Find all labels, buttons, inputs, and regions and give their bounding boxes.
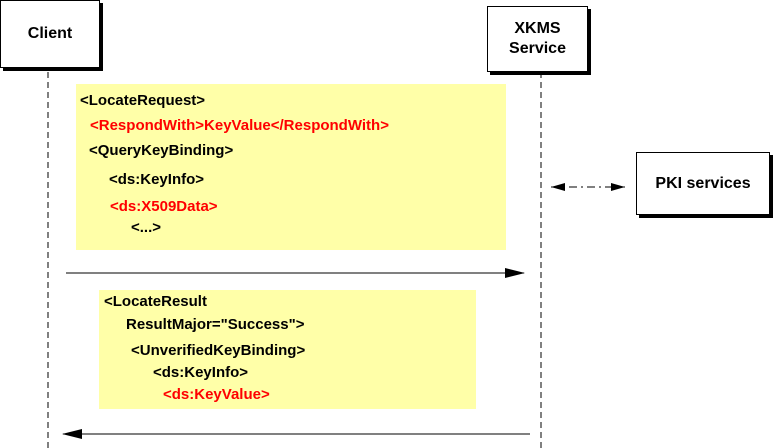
result-line-resultmajor: ResultMajor="Success"> <box>126 316 305 333</box>
request-line-ellipsis: <...> <box>131 219 162 236</box>
request-line-x509data: <ds:X509Data> <box>110 198 218 215</box>
result-line-locateresult: <LocateResult <box>104 293 207 310</box>
client-label: Client <box>27 25 73 42</box>
xkms-label-line2: Service <box>509 40 566 57</box>
result-line-unverifiedkeybinding: <UnverifiedKeyBinding> <box>131 342 306 359</box>
xkms-label-line1: XKMS <box>514 20 561 37</box>
result-line-keyvalue: <ds:KeyValue> <box>163 386 270 403</box>
request-line-keyinfo: <ds:KeyInfo> <box>109 171 205 188</box>
xkms-service-box: XKMS Service <box>487 6 588 72</box>
locate-result-note: <LocateResult ResultMajor="Success"> <Un… <box>99 290 476 409</box>
request-line-locaterequest: <LocateRequest> <box>80 92 206 109</box>
result-line-keyinfo: <ds:KeyInfo> <box>153 364 249 381</box>
request-line-querykeybinding: <QueryKeyBinding> <box>89 142 234 159</box>
locate-request-note: <LocateRequest> <RespondWith>KeyValue</R… <box>76 84 506 250</box>
client-box: Client <box>0 0 100 68</box>
pki-services-box: PKI services <box>636 152 770 215</box>
request-line-respondwith: <RespondWith>KeyValue</RespondWith> <box>90 117 389 134</box>
pki-services-label: PKI services <box>655 174 751 192</box>
